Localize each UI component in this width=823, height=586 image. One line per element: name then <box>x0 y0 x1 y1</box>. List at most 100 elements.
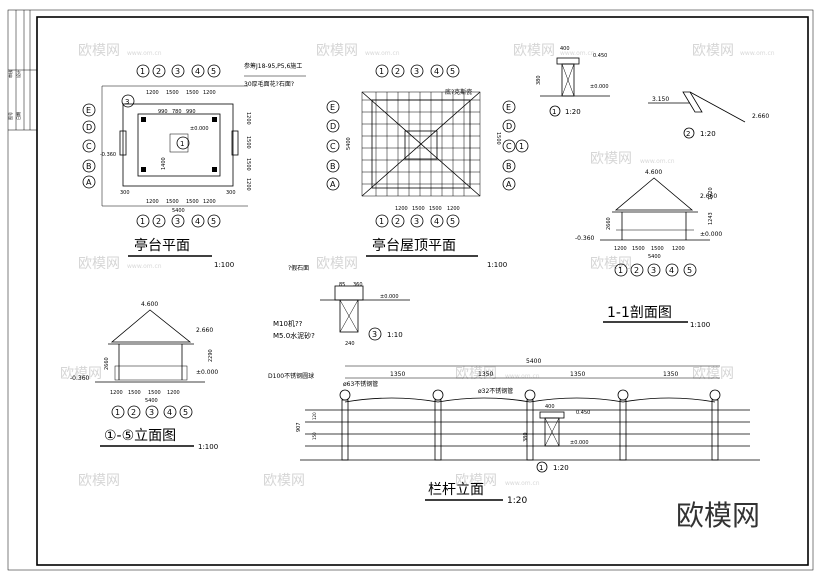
svg-text:380: 380 <box>523 432 529 442</box>
railing-post-ball <box>709 389 721 401</box>
svg-text:1:20: 1:20 <box>700 130 716 138</box>
svg-text:1200: 1200 <box>395 206 408 212</box>
svg-text:1: 1 <box>379 67 384 76</box>
svg-text:300: 300 <box>120 190 130 196</box>
svg-text:0.450: 0.450 <box>576 410 590 416</box>
svg-text:4: 4 <box>195 67 200 76</box>
svg-text:A: A <box>86 178 92 187</box>
svg-text:C: C <box>86 142 92 151</box>
svg-text:±0.000: ±0.000 <box>190 126 209 132</box>
svg-text:D: D <box>86 123 92 132</box>
svg-text:1200: 1200 <box>146 90 159 96</box>
svg-text:4.600: 4.600 <box>141 301 158 308</box>
roof-plan-view: 1 2 3 4 5 1 2 3 4 5 E D C B A E D C B A … <box>326 64 529 228</box>
svg-text:2.660: 2.660 <box>752 113 769 120</box>
svg-text:5: 5 <box>211 67 216 76</box>
watermark-logo: 欧模网 <box>692 366 734 382</box>
svg-text:1500: 1500 <box>166 199 179 205</box>
elevation-view: 4.600 2.660 ±0.000 -0.360 2660 2290 1200… <box>70 301 218 419</box>
svg-text:B: B <box>86 162 92 171</box>
svg-text:-0.360: -0.360 <box>575 235 595 242</box>
svg-text:2: 2 <box>634 266 639 275</box>
sheet-inner-border <box>36 16 809 566</box>
railing-view: 5400 1350 1350 1350 1350 D100不锈钢圆球 ø63不锈… <box>268 358 760 473</box>
detail-1-top: 400 0.450 ±0.000 380 1 1:20 <box>536 46 610 117</box>
watermark-site: www.om.cn <box>505 373 540 380</box>
watermark-site: www.om.cn <box>127 50 162 57</box>
detail-2: 3.150 2.660 2 1:20 <box>648 91 769 139</box>
svg-text:-0.360: -0.360 <box>100 152 116 158</box>
svg-text:2: 2 <box>156 217 161 226</box>
detail-3-mortar1: M10机?? <box>273 319 303 328</box>
svg-text:1200: 1200 <box>110 390 123 396</box>
brand-logo: 欧模网 <box>676 499 760 532</box>
svg-text:3: 3 <box>149 408 154 417</box>
plan-note-2: 30厚毛面花?石面? <box>244 80 294 88</box>
title-block-col4: 日期 <box>15 112 21 120</box>
svg-text:1500: 1500 <box>495 132 501 145</box>
svg-text:B: B <box>506 162 512 171</box>
svg-text:5400: 5400 <box>526 358 541 365</box>
plan-axis-bubbles-top: 1 2 3 4 5 <box>136 64 221 78</box>
svg-text:240: 240 <box>345 341 355 347</box>
svg-text:1200: 1200 <box>146 199 159 205</box>
plan-scale: 1:100 <box>214 261 234 269</box>
svg-text:780: 780 <box>172 109 182 115</box>
title-block-strip: 审核 设计 图号 日期 <box>7 10 37 131</box>
svg-text:1:20: 1:20 <box>565 108 581 116</box>
watermark-logo: 欧模网 <box>78 43 120 59</box>
svg-text:400: 400 <box>560 46 570 52</box>
svg-text:1500: 1500 <box>412 206 425 212</box>
svg-text:1500: 1500 <box>245 136 251 149</box>
svg-text:5: 5 <box>687 266 692 275</box>
svg-text:1: 1 <box>140 67 145 76</box>
svg-text:1500: 1500 <box>186 90 199 96</box>
svg-text:3: 3 <box>414 67 419 76</box>
svg-text:4: 4 <box>434 67 439 76</box>
svg-text:1200: 1200 <box>245 112 251 125</box>
svg-text:150: 150 <box>312 432 317 440</box>
watermark-logo: 欧模网 <box>590 256 632 272</box>
svg-text:±0.000: ±0.000 <box>570 440 589 446</box>
svg-text:1500: 1500 <box>128 390 141 396</box>
railing-post <box>711 399 719 461</box>
railing-scale: 1:20 <box>507 496 527 506</box>
watermark-site: www.om.cn <box>127 263 162 270</box>
svg-text:380: 380 <box>536 75 542 85</box>
svg-text:E: E <box>86 106 91 115</box>
watermark-logo: 欧模网 <box>78 473 120 489</box>
svg-text:1200: 1200 <box>203 90 216 96</box>
svg-text:4: 4 <box>434 217 439 226</box>
svg-text:2: 2 <box>156 67 161 76</box>
svg-text:3: 3 <box>414 217 419 226</box>
railing-pipe63-note: ø63不锈钢管 <box>343 380 378 388</box>
roof-rafters <box>362 92 480 196</box>
svg-text:3.150: 3.150 <box>652 96 669 103</box>
svg-text:990: 990 <box>186 109 196 115</box>
watermarks: 欧模网 www.om.cn 欧模网 www.om.cn 欧模网 www.om.c… <box>60 43 775 489</box>
svg-text:3: 3 <box>372 330 377 339</box>
railing-post <box>619 399 627 461</box>
railing-post <box>526 399 534 461</box>
section-scale: 1:100 <box>690 321 710 329</box>
railing-pipe32-note: ø32不锈钢管 <box>478 387 513 395</box>
railing-post <box>434 399 442 461</box>
railing-ball-note: D100不锈钢圆球 <box>268 372 314 380</box>
railing-post-ball <box>617 389 629 401</box>
plan-axis-bubbles-bottom: 1 2 3 4 5 <box>136 214 221 228</box>
svg-text:E: E <box>506 103 511 112</box>
railing-post <box>341 399 349 461</box>
roof-note: 底?克斯瓷 <box>445 88 472 96</box>
svg-text:2: 2 <box>395 67 400 76</box>
elevation-scale: 1:100 <box>198 443 218 451</box>
detail-3-mortar2: M5.0水泥砂? <box>273 331 315 340</box>
detail-3: ?假石面 85 360 ±0.000 240 M10机?? M5.0水泥砂? 3… <box>273 264 410 347</box>
svg-text:4.600: 4.600 <box>645 169 662 176</box>
svg-text:C: C <box>506 142 512 151</box>
watermark-site: www.om.cn <box>365 50 400 57</box>
svg-text:2290: 2290 <box>208 349 214 362</box>
svg-text:2: 2 <box>686 130 690 138</box>
svg-text:-0.360: -0.360 <box>70 375 90 382</box>
svg-text:5: 5 <box>183 408 188 417</box>
svg-text:1200: 1200 <box>245 178 251 191</box>
